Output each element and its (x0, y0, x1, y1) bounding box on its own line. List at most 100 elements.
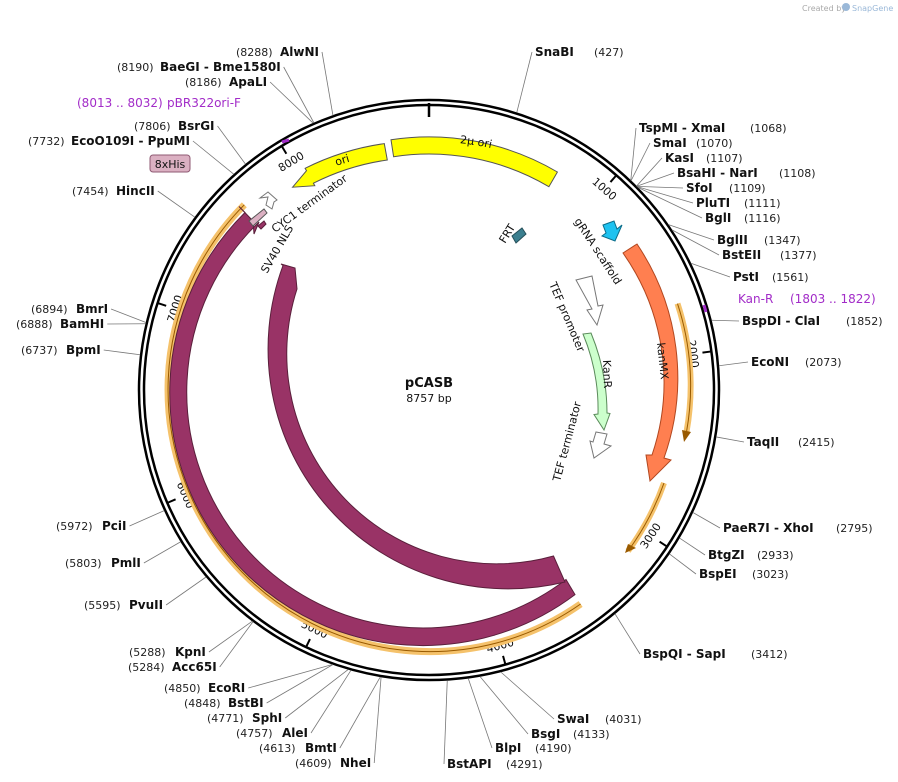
site-name: BlpI (495, 741, 521, 755)
site-position: (1068) (750, 122, 787, 135)
kanr-orf-line-1 (677, 303, 692, 433)
site-position: (4757) (236, 727, 273, 740)
site-name: BpmI (66, 343, 101, 357)
site-name: KpnI (175, 645, 206, 659)
kanr-feature (582, 332, 611, 432)
site-position: (1070) (696, 137, 733, 150)
cas9-outer-feature (169, 206, 576, 646)
site-leader-line (129, 510, 165, 527)
kanmx-feature (622, 243, 679, 483)
sites-right: SnaBI (427) TspMI - XmaI (1068) SmaI (10… (447, 45, 883, 771)
site-leader-line (516, 51, 533, 113)
site-position: (427) (594, 46, 624, 59)
site-position: (5595) (84, 599, 121, 612)
site-name: BstEII (722, 248, 761, 262)
cas9-inner-label: Cas9 (287, 495, 315, 523)
tef-promoter-feature (575, 275, 604, 327)
site-leader-line (716, 436, 745, 443)
kanr-orf-arrow-2-icon (625, 544, 636, 553)
site-leader-line (637, 186, 694, 204)
site-position: (3023) (752, 568, 789, 581)
site-leader-line (500, 671, 555, 720)
tef-terminator-feature (589, 431, 613, 459)
site-name: BamHI (60, 317, 104, 331)
bp-tick-mark (659, 540, 667, 547)
cyc1-terminator-feature (258, 191, 278, 210)
site-position: (4613) (259, 742, 296, 755)
site-leader-line (110, 308, 147, 323)
cas9-inner-feature (267, 263, 566, 590)
site-position: (2795) (836, 522, 873, 535)
pbr322ori-f-primer-mark (281, 138, 290, 144)
snapgene-watermark: Created by SnapGene (802, 3, 893, 13)
his-tag-label: 8xHis (155, 158, 186, 171)
site-position: (4291) (506, 758, 543, 771)
snapgene-logo-icon (842, 3, 850, 11)
site-leader-line (310, 670, 352, 734)
site-position: (7806) (134, 120, 171, 133)
site-name: SphI (252, 711, 282, 725)
site-position: (1111) (744, 197, 781, 210)
site-leader-line (217, 125, 246, 165)
plasmid-name: pCASB (405, 376, 453, 391)
site-name: BsgI (531, 727, 560, 741)
site-name: BsrGI (178, 119, 215, 133)
tef-terminator-label: TEF terminator (550, 400, 584, 484)
two-micron-ori-label: 2µ ori (459, 133, 493, 151)
site-leader-line (690, 262, 731, 278)
primer-name: Kan-R (738, 292, 773, 306)
kanr-orf-highlight-1 (674, 302, 694, 433)
site-name: BmrI (76, 302, 108, 316)
site-position: (5803) (65, 557, 102, 570)
site-leader-line (637, 187, 703, 219)
site-leader-line (248, 664, 333, 689)
kanr-label: KanR (600, 360, 614, 389)
site-position: (3412) (751, 648, 788, 661)
site-name: BsaHI - NarI (677, 166, 758, 180)
backbone-outer-ring (137, 98, 721, 682)
site-name: AlwNI (280, 45, 319, 59)
site-leader-line (285, 669, 349, 719)
site-position: (1561) (772, 271, 809, 284)
site-leader-line (636, 172, 675, 187)
site-leader-line (219, 621, 254, 668)
site-name: NheI (340, 756, 371, 770)
site-name: EcoRI (208, 681, 245, 695)
orf-highlights (164, 202, 694, 656)
grna-scaffold-feature (600, 220, 623, 242)
sites-left: AlwNI (8288) BaeGI - Bme1580I (8190) Apa… (16, 45, 371, 770)
watermark-text: Created by (802, 4, 846, 13)
site-name: PluTI (696, 196, 730, 210)
site-name: BmtI (305, 741, 337, 755)
site-name: EcoO109I - PpuMI (71, 134, 190, 148)
bp-tick-label: 1000 (589, 175, 619, 203)
site-position: (5972) (56, 520, 93, 533)
kan-r-primer-mark (702, 304, 708, 313)
site-position: (4771) (207, 712, 244, 725)
site-position: (2415) (798, 436, 835, 449)
bp-tick-mark (158, 302, 167, 307)
primer-labels: (8013 .. 8032) pBR322ori-F Kan-R (1803 .… (77, 96, 876, 306)
ori-feature (291, 143, 388, 188)
site-leader-line (208, 620, 253, 653)
site-position: (4031) (605, 713, 642, 726)
site-name: BglII (717, 233, 748, 247)
site-position: (6894) (31, 303, 68, 316)
site-name: BstBI (228, 696, 264, 710)
site-leader-line (103, 349, 141, 356)
site-position: (1109) (729, 182, 766, 195)
site-name: PaeR7I - XhoI (723, 521, 814, 535)
site-name: Acc65I (172, 660, 217, 674)
site-name: BstAPI (447, 757, 492, 771)
backbone (137, 98, 721, 682)
site-name: AleI (282, 726, 308, 740)
site-leader-line (321, 51, 334, 116)
ori-label: ori (333, 152, 351, 169)
site-position: (4850) (164, 682, 201, 695)
site-name: BtgZI (708, 548, 745, 562)
site-position: (8190) (117, 61, 154, 74)
site-leader-line (630, 142, 651, 181)
primer-position: (1803 .. 1822) (790, 292, 876, 306)
site-leader-line (614, 613, 641, 655)
site-name: ApaLI (229, 75, 267, 89)
